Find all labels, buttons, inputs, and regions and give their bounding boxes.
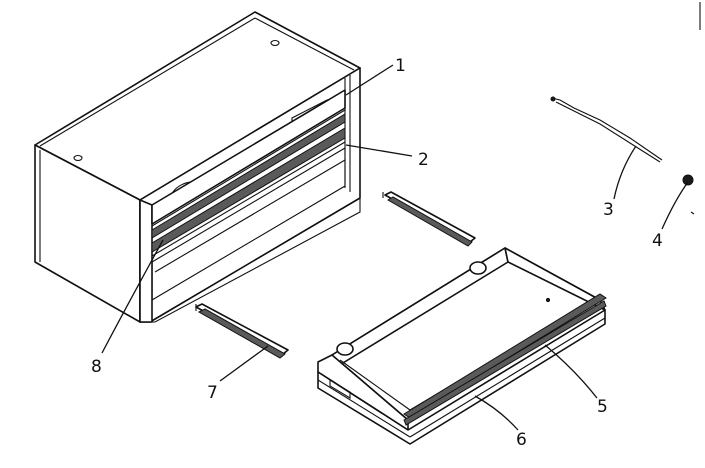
rod-part: [550, 96, 663, 163]
drawer: [317, 247, 607, 445]
drawer-front-lower: [151, 89, 346, 225]
callout-5: 5: [597, 397, 608, 417]
trim-strip-upper: [151, 109, 346, 239]
callout-6: 6: [516, 430, 527, 450]
callout-8: 8: [91, 357, 102, 377]
callout-3: 3: [603, 200, 614, 220]
screw-part: [682, 174, 695, 215]
callout-2: 2: [418, 150, 429, 170]
drawer-slide-left: [195, 303, 289, 359]
callout-1: 1: [395, 56, 406, 76]
callout-4: 4: [652, 231, 663, 251]
chest-body: [34, 11, 361, 323]
callout-7: 7: [207, 383, 218, 403]
trim-strip-middle: [151, 127, 346, 257]
leader-lines: [101, 64, 689, 431]
drawer-slide-right: [382, 191, 476, 247]
